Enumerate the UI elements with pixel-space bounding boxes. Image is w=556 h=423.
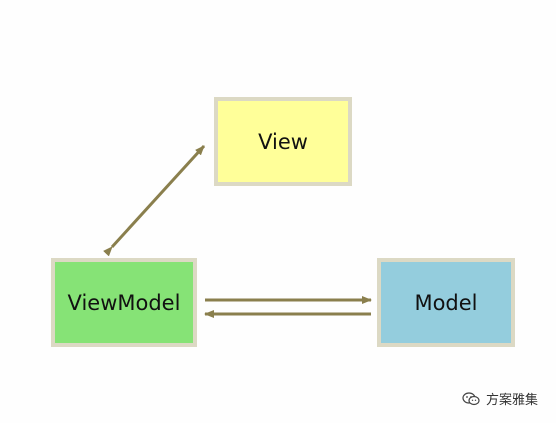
model-node: Model	[377, 258, 515, 347]
view-node: View	[214, 97, 352, 186]
viewmodel-label: ViewModel	[67, 290, 181, 315]
arrow-viewmodel-view	[102, 144, 206, 257]
watermark: 方案雅集	[462, 389, 538, 408]
wechat-icon	[462, 391, 480, 405]
view-label: View	[258, 129, 308, 154]
watermark-text: 方案雅集	[486, 393, 539, 408]
viewmodel-node: ViewModel	[51, 258, 197, 347]
model-label: Model	[414, 290, 478, 315]
